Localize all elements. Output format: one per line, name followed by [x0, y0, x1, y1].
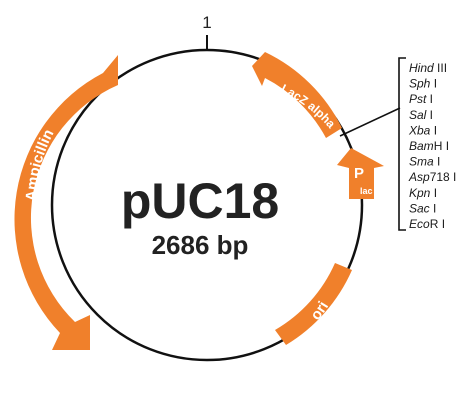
- mcs-site-suffix: III: [434, 61, 447, 75]
- mcs-site: Sac I: [409, 201, 436, 215]
- mcs-site-italic: Eco: [409, 217, 430, 231]
- mcs-site-suffix: I: [430, 186, 437, 200]
- mcs-site-suffix: I: [430, 201, 437, 215]
- mcs-site: Xba I: [408, 123, 437, 137]
- ori-block: [275, 263, 352, 345]
- mcs-site: Sph I: [409, 77, 437, 91]
- mcs-site-italic: Sal: [409, 108, 427, 122]
- ampicillin-arrow: [14, 55, 118, 350]
- mcs-site-italic: Sph: [409, 77, 431, 91]
- plasmid-name: pUC18: [121, 173, 279, 229]
- mcs-site-suffix: I: [426, 92, 433, 106]
- mcs-site-italic: Kpn: [409, 186, 431, 200]
- plac-arrow: [337, 148, 384, 199]
- mcs-site: Hind III: [409, 61, 447, 75]
- mcs-site-suffix: 718 I: [430, 170, 457, 184]
- mcs-bracket: [398, 57, 406, 231]
- mcs-site-italic: Asp: [408, 170, 430, 184]
- mcs-site-suffix: I: [434, 155, 441, 169]
- mcs-site-italic: Xba: [408, 123, 431, 137]
- mcs-site: EcoR I: [409, 217, 445, 231]
- mcs-site-italic: Pst: [409, 92, 427, 106]
- mcs-site-italic: Sma: [409, 155, 434, 169]
- mcs-site-italic: Sac: [409, 201, 430, 215]
- mcs-site-suffix: H I: [434, 139, 449, 153]
- mcs-site: Sal I: [409, 108, 433, 122]
- mcs-site-suffix: I: [430, 77, 437, 91]
- mcs-site-suffix: I: [430, 123, 437, 137]
- mcs-site-italic: Bam: [409, 139, 434, 153]
- mcs-site: BamH I: [409, 139, 449, 153]
- lacz-alpha-arrow: [252, 52, 342, 138]
- origin-marker: 1: [202, 13, 211, 32]
- mcs-site: Kpn I: [409, 186, 437, 200]
- mcs-site-suffix: R I: [430, 217, 445, 231]
- mcs-site: Pst I: [409, 92, 433, 106]
- plasmid-size: 2686 bp: [152, 230, 249, 260]
- mcs-site-suffix: I: [426, 108, 433, 122]
- mcs-site-italic: Hind: [409, 61, 434, 75]
- plac-label: P: [354, 165, 364, 182]
- mcs-site: Sma I: [409, 155, 440, 169]
- plac-subscript: lac: [360, 186, 373, 196]
- mcs-connector: [339, 107, 401, 137]
- mcs-site: Asp718 I: [408, 170, 456, 184]
